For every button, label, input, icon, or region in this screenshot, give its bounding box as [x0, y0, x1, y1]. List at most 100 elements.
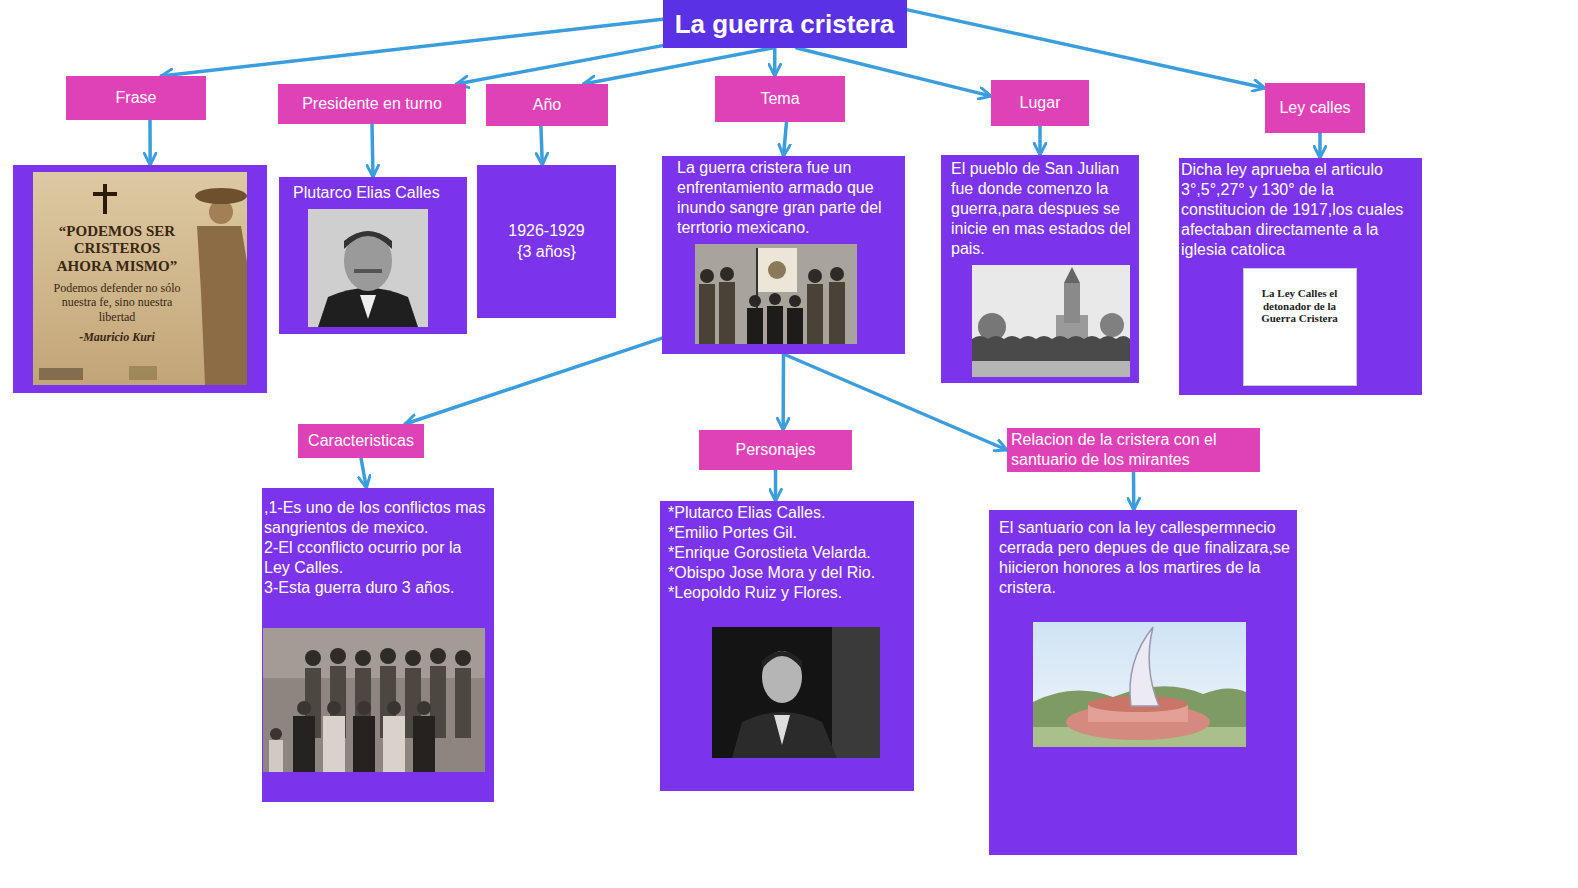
group-photo-part [355, 650, 371, 666]
body-text: El santuario con la ley callespermnecio … [999, 518, 1293, 598]
connector-arrow [1318, 133, 1322, 158]
body-text: 1926-1929 {3 años} [501, 221, 592, 263]
portrait-photo-part [354, 269, 382, 273]
portrait-photo [712, 627, 880, 758]
label-text: Frase [116, 89, 157, 107]
group-photo-part [757, 248, 797, 292]
group-photo-part [787, 308, 803, 344]
group-photo-part [808, 269, 822, 283]
content-box: Dicha ley aprueba el articulo 3°,5°,27° … [1179, 158, 1422, 395]
group-photo [263, 628, 485, 772]
label-text: Lugar [1020, 94, 1061, 112]
label-box: Presidente en turno [278, 84, 466, 124]
label-box: Ley calles [1265, 83, 1365, 133]
town-photo [972, 265, 1130, 377]
quote-poster [33, 172, 247, 385]
body-text: *Enrique Gorostieta Velarda. [668, 543, 908, 563]
group-photo-part [767, 306, 783, 344]
group-photo-part [293, 716, 315, 772]
group-photo-part [749, 295, 761, 307]
group-photo-part [720, 267, 734, 281]
connector-arrow [372, 124, 373, 177]
label-text: Relacion de la cristera con el santuario… [1011, 430, 1256, 470]
portrait-photo-part [832, 627, 880, 758]
group-photo-part [297, 701, 311, 715]
body-text: *Leopoldo Ruiz y Flores. [668, 583, 908, 603]
quote-poster-part [195, 188, 247, 204]
connector-arrow [148, 120, 152, 165]
group-photo-part [323, 716, 345, 772]
connector-arrow [541, 126, 542, 165]
town-photo-part [1064, 283, 1080, 323]
portrait-photo-part [732, 712, 837, 758]
label-box: Personajes [699, 430, 852, 470]
body-text: La guerra cristera fue un enfrentamiento… [677, 158, 895, 238]
content-box: 1926-1929 {3 años} [477, 165, 616, 318]
label-text: Año [533, 96, 561, 114]
body-text: ,1-Es uno de los conflictos mas sangrien… [264, 498, 490, 538]
portrait-photo-part [318, 288, 418, 327]
group-photo-part [747, 308, 763, 344]
portrait-photo-part [762, 651, 802, 703]
quote-poster-part [129, 366, 157, 380]
group-photo-part [353, 716, 375, 772]
quote-poster-part [33, 172, 247, 385]
group-photo-part [700, 269, 714, 283]
town-photo-part [1064, 267, 1080, 283]
body-text: 3-Esta guerra duro 3 años. [264, 578, 490, 598]
label-text: Personajes [735, 441, 815, 459]
body-text: 2-El cconflicto ocurrio por la Ley Calle… [264, 538, 490, 578]
quote-poster-part [39, 368, 83, 380]
group-photo-part [455, 668, 471, 738]
label-text: Caracteristicas [308, 432, 414, 450]
body-text: Plutarco Elias Calles [293, 183, 457, 203]
group-photo-part [380, 648, 396, 664]
label-box: Lugar [991, 80, 1089, 126]
label-box: Frase [66, 76, 206, 120]
title-box: La guerra cristera [663, 0, 907, 48]
connector-arrow [161, 19, 662, 76]
portrait-photo-part [360, 295, 376, 319]
town-photo-part [1100, 313, 1124, 337]
group-photo-part [269, 740, 283, 772]
quote-poster-part [197, 226, 247, 385]
connector-arrow [457, 46, 663, 84]
quote-text: “PODEMOS SER CRISTEROS AHORA MISMO” [47, 223, 187, 275]
sanctuary-drawing [1033, 622, 1246, 747]
portrait-photo-part [344, 231, 392, 249]
group-photo-part [263, 628, 485, 772]
connector-arrow [784, 122, 787, 156]
group-photo-part [830, 267, 844, 281]
label-text: Presidente en turno [302, 95, 442, 113]
group-photo-part [719, 282, 735, 344]
group-photo-part [455, 650, 471, 666]
group-photo-part [695, 244, 857, 344]
group-photo-part [327, 701, 341, 715]
connector-arrow [405, 338, 662, 424]
body-text: *Emilio Portes Gil. [668, 523, 908, 543]
label-box: Relacion de la cristera con el santuario… [1007, 428, 1260, 472]
portrait-photo-part [774, 715, 790, 745]
newspaper-headline: La Ley Calles el detonador de la Guerra … [1243, 268, 1357, 386]
connector-arrow [774, 470, 778, 501]
sanctuary-drawing-part [1130, 627, 1159, 706]
group-photo-part [807, 284, 823, 344]
group-photo-part [699, 284, 715, 344]
label-box: Caracteristicas [298, 424, 424, 458]
group-photo-part [383, 716, 405, 772]
quote-poster-part [93, 192, 117, 196]
body-text: *Obispo Jose Mora y del Rio. [668, 563, 908, 583]
portrait-photo-part [712, 627, 880, 758]
title-text: La guerra cristera [675, 9, 895, 40]
group-photo-part [417, 701, 431, 715]
connector-arrow [781, 354, 785, 430]
quote-text: -Mauricio Kuri [47, 330, 187, 345]
group-photo-part [789, 295, 801, 307]
body-text: *Plutarco Elias Calles. [668, 503, 908, 523]
group-photo-part [387, 701, 401, 715]
connector-arrow [1038, 126, 1042, 155]
label-box: Año [486, 84, 608, 126]
group-photo-part [769, 293, 781, 305]
body-text: Dicha ley aprueba el articulo 3°,5°,27° … [1181, 160, 1418, 260]
